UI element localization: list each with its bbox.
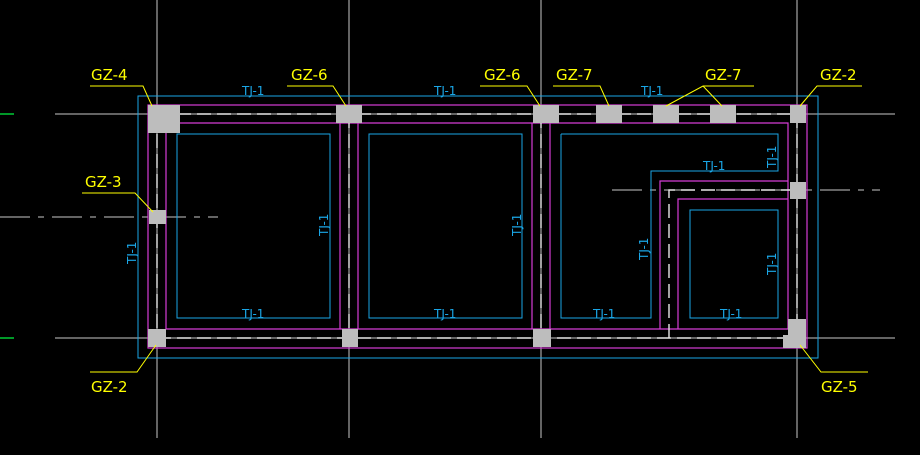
outer-wall-inside <box>165 122 789 330</box>
leader-gz6-b <box>480 85 541 107</box>
room-2-inner-edge <box>368 133 523 319</box>
beam-tag-right-room4: TJ-1 <box>765 253 779 276</box>
beam-tag-bottom-4: TJ-1 <box>719 307 742 321</box>
column-gz4 <box>148 105 180 133</box>
label-gz4: GZ-4 <box>91 66 128 84</box>
beam-tag-room3-vertical: TJ-1 <box>637 238 651 261</box>
beam-tag-bottom-2: TJ-1 <box>433 307 456 321</box>
column-gz2-top <box>790 105 806 123</box>
grid-markers <box>0 113 14 339</box>
leader-gz2-bottom <box>90 344 157 373</box>
leader-gz3 <box>82 192 154 213</box>
column-gz7-c <box>710 105 736 123</box>
label-gz2-bottom: GZ-2 <box>91 378 128 396</box>
axis-lines <box>0 0 895 438</box>
beam-tag-top-3: TJ-1 <box>640 84 663 98</box>
label-gz6-a: GZ-6 <box>291 66 328 84</box>
column-gz5 <box>783 319 806 348</box>
column-gz3 <box>149 210 166 224</box>
column-gz7-a <box>596 105 622 123</box>
leader-gz6-a <box>287 85 347 107</box>
inner-wall-upper <box>659 180 788 329</box>
beam-tag-mid-1: TJ-1 <box>317 214 331 237</box>
label-gz7-b: GZ-7 <box>705 66 742 84</box>
leader-gz5 <box>799 344 868 373</box>
beam-tag-left: TJ-1 <box>125 242 139 265</box>
leader-gz7-a <box>553 85 610 107</box>
outer-foundation-edge <box>137 95 819 359</box>
label-gz5: GZ-5 <box>821 378 858 396</box>
inner-wall-lower <box>677 198 788 329</box>
column-gz6-b <box>533 105 559 123</box>
beam-tag-bottom-1: TJ-1 <box>241 307 264 321</box>
beam-cl-inner <box>668 189 797 338</box>
columns <box>148 105 806 348</box>
outer-wall-outside <box>147 104 808 349</box>
column-gz6-a <box>336 105 362 123</box>
room-3-inner-edge <box>560 133 779 319</box>
leader-lines <box>82 85 868 373</box>
beam-tag-mid-2: TJ-1 <box>510 214 524 237</box>
beam-centerlines <box>156 113 798 339</box>
label-gz2-top: GZ-2 <box>820 66 857 84</box>
column-labels: GZ-4 GZ-6 GZ-6 GZ-7 GZ-7 GZ-2 GZ-3 GZ-2 … <box>85 66 858 396</box>
leader-gz2-top <box>799 85 862 107</box>
beam-tag-top-1: TJ-1 <box>241 84 264 98</box>
foundation-outline <box>137 95 819 359</box>
label-gz3: GZ-3 <box>85 173 122 191</box>
column-a-bottom <box>342 329 358 347</box>
column-gz2-bottom <box>148 329 166 347</box>
beam-tags: TJ-1 TJ-1 TJ-1 TJ-1 TJ-1 TJ-1 TJ-1 TJ-1 … <box>125 84 779 321</box>
beam-tag-inner-horizontal: TJ-1 <box>702 159 725 173</box>
label-gz6-b: GZ-6 <box>484 66 521 84</box>
beam-tag-top-2: TJ-1 <box>433 84 456 98</box>
beam-tag-right-top: TJ-1 <box>765 146 779 169</box>
leader-gz7-c <box>702 85 723 107</box>
column-right-mid <box>790 182 806 199</box>
column-gz7-b <box>653 105 679 123</box>
room-4-inner-edge <box>689 209 779 319</box>
column-b-bottom <box>533 329 551 347</box>
room-1-inner-edge <box>176 133 331 319</box>
leader-gz4 <box>90 85 153 107</box>
label-gz7-a: GZ-7 <box>556 66 593 84</box>
beam-tag-bottom-3: TJ-1 <box>592 307 615 321</box>
